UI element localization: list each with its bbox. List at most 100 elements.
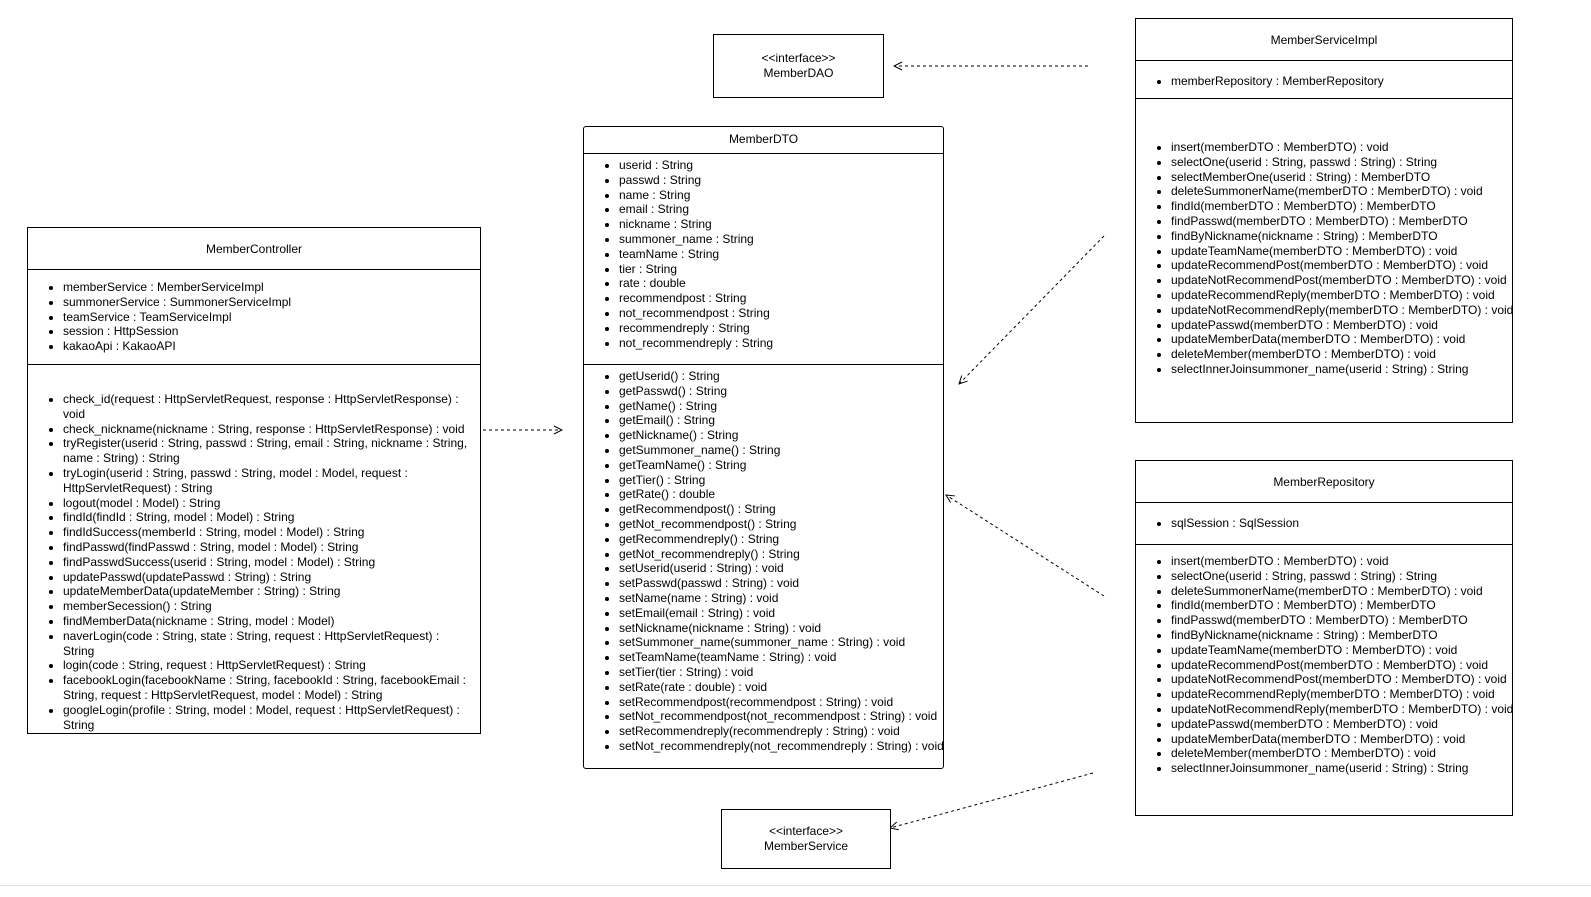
memberrepository-attr-section: sqlSession : SqlSession [1136,502,1512,531]
method-item: findPasswd(findPasswd : String, model : … [63,540,470,555]
method-item: deleteSummonerName(memberDTO : MemberDTO… [1171,584,1512,599]
method-item: setNickname(nickname : String) : void [619,621,943,636]
memberdao-interface[interactable]: <<interface>> MemberDAO [713,34,884,98]
method-item: setEmail(email : String) : void [619,606,943,621]
attribute-item: memberRepository : MemberRepository [1171,74,1512,89]
memberservice-interface[interactable]: <<interface>> MemberService [721,809,891,869]
method-item: setPasswd(passwd : String) : void [619,576,943,591]
method-item: findByNickname(nickname : String) : Memb… [1171,628,1512,643]
membercontroller-method-section: check_id(request : HttpServletRequest, r… [28,364,480,732]
method-item: setTeamName(teamName : String) : void [619,650,943,665]
method-item: updateRecommendPost(memberDTO : MemberDT… [1171,658,1512,673]
method-item: setNot_recommendreply(not_recommendreply… [619,739,944,754]
method-item: setTier(tier : String) : void [619,665,943,680]
method-item: updateTeamName(memberDTO : MemberDTO) : … [1171,244,1512,259]
memberservice-stereotype: <<interface>> [768,824,844,838]
method-item: selectOne(userid : String, passwd : Stri… [1171,155,1512,170]
method-item: updateRecommendReply(memberDTO : MemberD… [1171,288,1512,303]
memberdto-class[interactable]: MemberDTO userid : Stringpasswd : String… [583,126,944,769]
method-item: facebookLogin(facebookName : String, fac… [63,673,470,703]
method-item: updateMemberData(memberDTO : MemberDTO) … [1171,332,1512,347]
membercontroller-methods: check_id(request : HttpServletRequest, r… [28,365,480,732]
method-item: getRecommendpost() : String [619,502,943,517]
memberrepository-class[interactable]: MemberRepository sqlSession : SqlSession… [1135,460,1513,816]
method-item: updatePasswd(memberDTO : MemberDTO) : vo… [1171,717,1512,732]
method-item: selectMemberOne(userid : String) : Membe… [1171,170,1512,185]
memberdto-title: MemberDTO [728,132,799,146]
method-item: selectOne(userid : String, passwd : Stri… [1171,569,1512,584]
method-item: findMemberData(nickname : String, model … [63,614,470,629]
membercontroller-class[interactable]: MemberController memberService : MemberS… [27,227,481,734]
attribute-item: tier : String [619,262,943,277]
attribute-item: recommendpost : String [619,291,943,306]
arrow-repository-to-memberdto [946,495,1105,597]
method-item: updateRecommendReply(memberDTO : MemberD… [1171,687,1512,702]
method-item: deleteSummonerName(memberDTO : MemberDTO… [1171,184,1512,199]
memberserviceimpl-attributes: memberRepository : MemberRepository [1136,61,1512,89]
attribute-item: nickname : String [619,217,943,232]
memberrepository-title: MemberRepository [1273,475,1375,489]
attribute-item: teamName : String [619,247,943,262]
memberdto-methods: getUserid() : StringgetPasswd() : String… [584,365,944,754]
memberdao-stereotype: <<interface>> [761,51,836,65]
method-item: selectInnerJoinsummoner_name(userid : St… [1171,761,1512,776]
method-item: findId(memberDTO : MemberDTO) : MemberDT… [1171,199,1512,214]
method-item: selectInnerJoinsummoner_name(userid : St… [1171,362,1512,377]
method-item: updateRecommendPost(memberDTO : MemberDT… [1171,258,1512,273]
method-item: getRate() : double [619,487,943,502]
method-item: check_nickname(nickname : String, respon… [63,422,470,437]
method-item: updatePasswd(memberDTO : MemberDTO) : vo… [1171,318,1512,333]
method-item: getRecommendreply() : String [619,532,943,547]
method-item: updateMemberData(updateMember : String) … [63,584,470,599]
method-item: getEmail() : String [619,413,943,428]
attribute-item: not_recommendpost : String [619,306,943,321]
method-item: setNot_recommendpost(not_recommendpost :… [619,709,943,724]
method-item: updateNotRecommendPost(memberDTO : Membe… [1171,672,1512,687]
method-item: deleteMember(memberDTO : MemberDTO) : vo… [1171,347,1512,362]
method-item: updateTeamName(memberDTO : MemberDTO) : … [1171,643,1512,658]
method-item: findIdSuccess(memberId : String, model :… [63,525,470,540]
method-item: insert(memberDTO : MemberDTO) : void [1171,554,1512,569]
attribute-item: not_recommendreply : String [619,336,943,351]
memberdto-attributes: userid : Stringpasswd : Stringname : Str… [584,154,943,350]
memberserviceimpl-class[interactable]: MemberServiceImpl memberRepository : Mem… [1135,18,1513,423]
attribute-item: userid : String [619,158,943,173]
method-item: getPasswd() : String [619,384,943,399]
memberdto-method-section: getUserid() : StringgetPasswd() : String… [584,364,944,754]
method-item: updateNotRecommendReply(memberDTO : Memb… [1171,702,1513,717]
method-item: setName(name : String) : void [619,591,943,606]
method-item: findId(findId : String, model : Model) :… [63,510,470,525]
membercontroller-attributes: memberService : MemberServiceImplsummone… [28,270,480,354]
arrow-repository-to-memberservice [890,772,1094,828]
memberrepository-methods: insert(memberDTO : MemberDTO) : voidsele… [1136,545,1513,776]
memberserviceimpl-attr-section: memberRepository : MemberRepository [1136,60,1512,89]
attribute-item: summoner_name : String [619,232,943,247]
method-item: setRate(rate : double) : void [619,680,943,695]
method-item: setSummoner_name(summoner_name : String)… [619,635,943,650]
membercontroller-title: MemberController [205,242,303,256]
membercontroller-attr-section: memberService : MemberServiceImplsummone… [28,269,480,354]
method-item: getName() : String [619,399,943,414]
method-item: tryLogin(userid : String, passwd : Strin… [63,466,470,496]
method-item: findPasswdSuccess(userid : String, model… [63,555,470,570]
method-item: memberSecession() : String [63,599,470,614]
method-item: findPasswd(memberDTO : MemberDTO) : Memb… [1171,613,1512,628]
method-item: findId(memberDTO : MemberDTO) : MemberDT… [1171,598,1512,613]
method-item: setRecommendreply(recommendreply : Strin… [619,724,943,739]
memberrepository-attributes: sqlSession : SqlSession [1136,503,1512,531]
memberdao-name: MemberDAO [763,66,834,80]
method-item: googleLogin(profile : String, model : Mo… [63,703,470,733]
method-item: naverLogin(code : String, state : String… [63,629,470,659]
attribute-item: sqlSession : SqlSession [1171,516,1512,531]
method-item: getNot_recommendreply() : String [619,547,943,562]
method-item: deleteMember(memberDTO : MemberDTO) : vo… [1171,746,1512,761]
method-item: insert(memberDTO : MemberDTO) : void [1171,140,1512,155]
attribute-item: rate : double [619,276,943,291]
method-item: setRecommendpost(recommendpost : String)… [619,695,943,710]
method-item: updateMemberData(memberDTO : MemberDTO) … [1171,732,1512,747]
attribute-item: name : String [619,188,943,203]
method-item: tryRegister(userid : String, passwd : St… [63,436,470,466]
method-item: login(code : String, request : HttpServl… [63,658,470,673]
attribute-item: recommendreply : String [619,321,943,336]
